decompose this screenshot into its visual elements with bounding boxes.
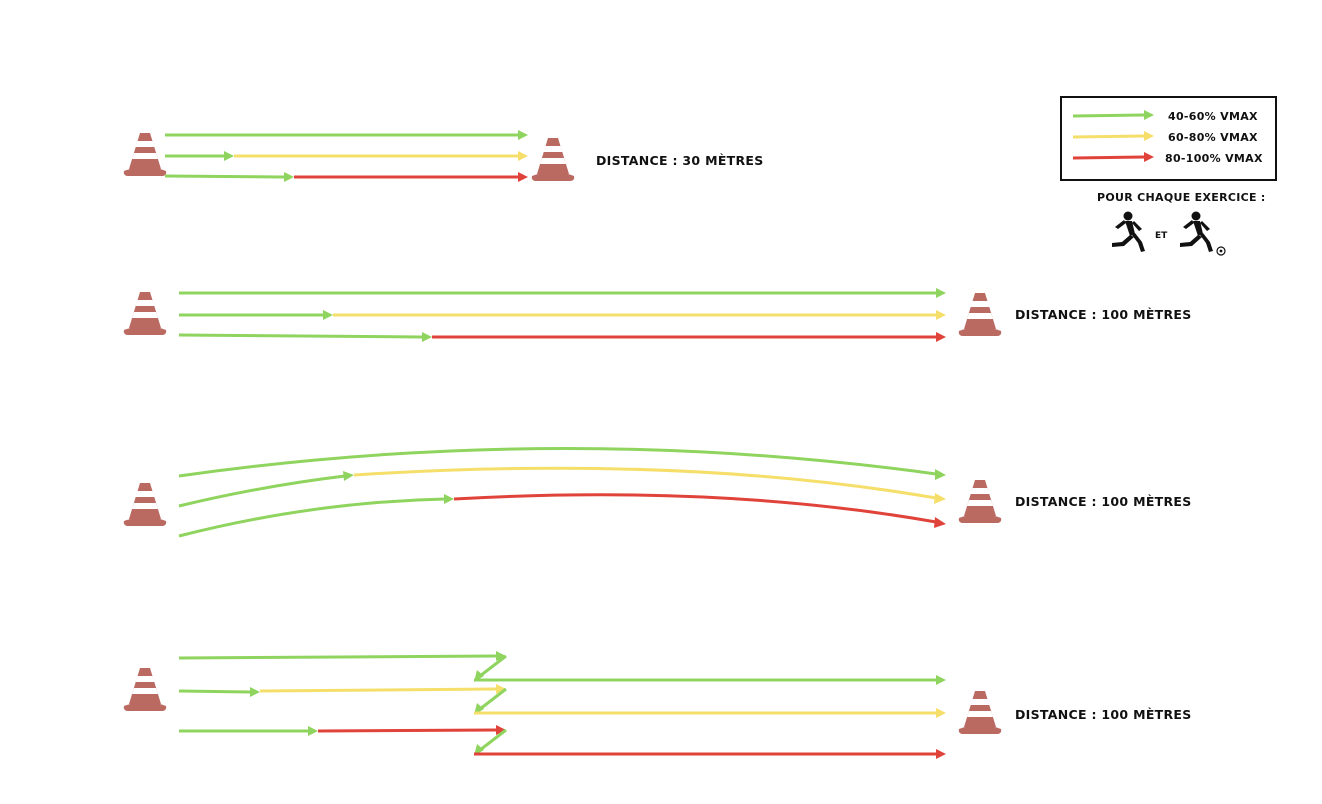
runner-with-ball-icon: [1180, 211, 1226, 256]
distance-label: DISTANCE : 100 MÈTRES: [1015, 494, 1192, 509]
exercise-row-3: DISTANCE : 100 MÈTRES: [123, 447, 1192, 538]
distance-label: DISTANCE : 30 MÈTRES: [596, 153, 764, 168]
start-cone-icon: [123, 483, 167, 526]
end-cone-icon: [958, 293, 1002, 336]
arrows: [178, 447, 946, 538]
exercise-row-1: DISTANCE : 30 MÈTRES: [123, 130, 764, 182]
exercise-row-4: DISTANCE : 100 MÈTRES: [123, 651, 1192, 759]
legend: 40-60% VMAX 60-80% VMAX 80-100% VMAX: [1060, 96, 1277, 181]
distance-label: DISTANCE : 100 MÈTRES: [1015, 307, 1192, 322]
arrows: [178, 288, 946, 342]
start-cone-icon: [123, 292, 167, 335]
exercise-row-2: DISTANCE : 100 MÈTRES: [123, 288, 1192, 342]
legend-note: POUR CHAQUE EXERCICE :: [1097, 191, 1266, 204]
legend-label: 40-60% VMAX: [1168, 110, 1258, 123]
end-cone-icon: [958, 691, 1002, 734]
start-cone-icon: [123, 133, 167, 176]
legend-item-yellow: 60-80% VMAX: [1072, 131, 1258, 144]
runner-icon: [1112, 211, 1145, 252]
legend-label: 80-100% VMAX: [1165, 152, 1263, 165]
legend-item-green: 40-60% VMAX: [1072, 110, 1258, 123]
end-cone-icon: [531, 138, 575, 181]
start-cone-icon: [123, 668, 167, 711]
legend-box: [1060, 96, 1277, 181]
legend-label: 60-80% VMAX: [1168, 131, 1258, 144]
arrows: [178, 651, 946, 759]
arrows: [164, 130, 528, 182]
legend-connector: ET: [1155, 231, 1168, 241]
distance-label: DISTANCE : 100 MÈTRES: [1015, 707, 1192, 722]
end-cone-icon: [958, 480, 1002, 523]
legend-item-red: 80-100% VMAX: [1072, 152, 1263, 165]
